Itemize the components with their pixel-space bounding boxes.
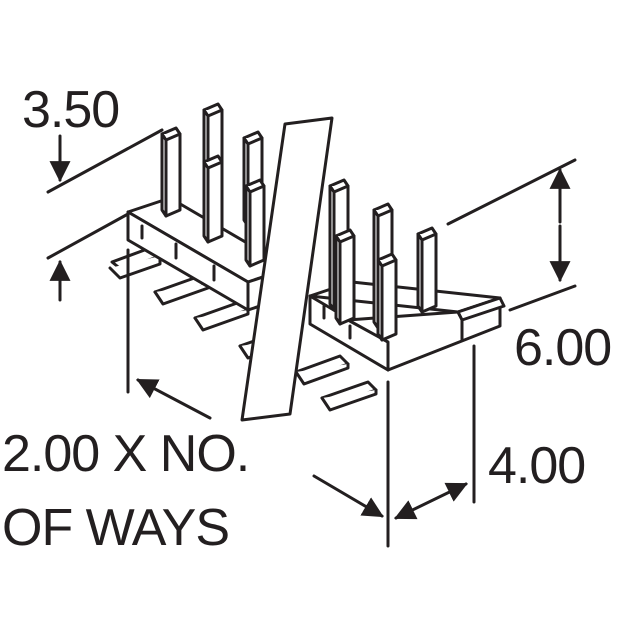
dim-350-ext-bottom — [46, 212, 130, 260]
dim-label-350: 3.50 — [22, 81, 120, 139]
dim-600-ext-bottom — [508, 284, 577, 312]
dim-label-400: 4.00 — [488, 437, 586, 495]
dim-350-ext-top — [46, 128, 164, 194]
dim-600-ext-top — [446, 158, 577, 226]
left-pins-front — [160, 126, 266, 268]
dim-label-600: 6.00 — [514, 319, 612, 377]
dim-depth-arrow — [394, 482, 468, 520]
break-band — [240, 116, 334, 422]
dim-length-arrow-left — [136, 378, 212, 420]
dim-label-length-line1: 2.00 X NO. — [2, 425, 250, 483]
dim-length-arrow-right — [312, 474, 384, 518]
dim-label-length-line2: OF WAYS — [2, 499, 230, 557]
right-pins — [328, 178, 438, 342]
